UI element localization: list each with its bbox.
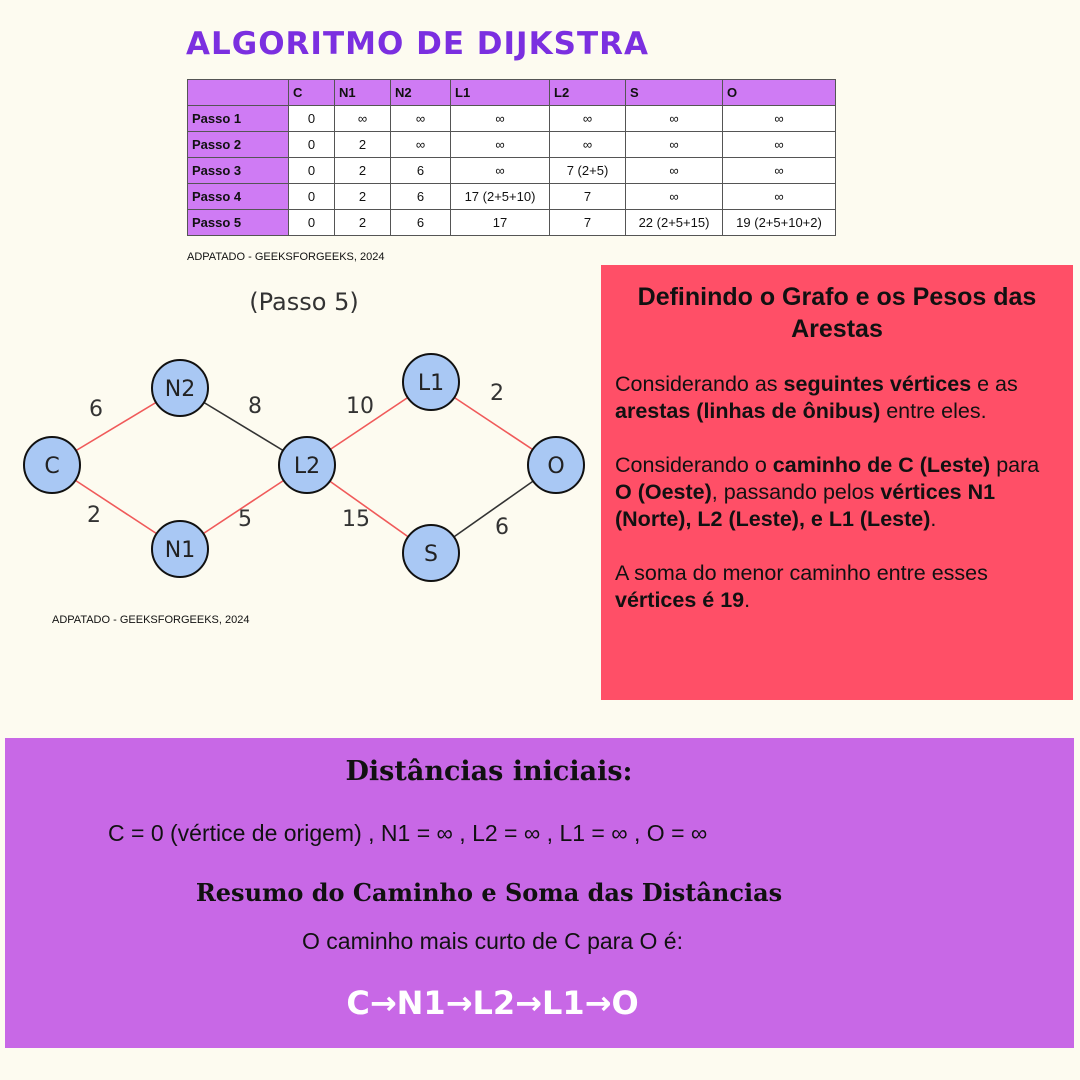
table-header-cell: O: [722, 79, 836, 106]
row-label: Passo 3: [187, 157, 289, 184]
table-header-cell: N2: [390, 79, 451, 106]
edge-weight-l2-l1: 10: [346, 394, 374, 419]
table-cell: ∞: [334, 105, 391, 132]
node-label-o: O: [547, 454, 564, 479]
row-label: Passo 2: [187, 131, 289, 158]
table-cell: 7: [549, 209, 626, 236]
graph-weights: 6 2 8 5 10 15 2 6: [87, 381, 509, 540]
edge-weight-l1-o: 2: [490, 381, 504, 406]
path-summary-heading: Resumo do Caminho e Soma das Distâncias: [195, 878, 783, 907]
table-cell: ∞: [549, 131, 626, 158]
initial-distances-heading: Distâncias iniciais:: [345, 756, 633, 787]
panel-paragraph-path: Considerando o caminho de C (Leste) para…: [615, 453, 1040, 531]
edge-weight-l2-s: 15: [342, 507, 370, 532]
table-cell: ∞: [722, 183, 836, 210]
table-cell: 0: [288, 209, 335, 236]
table-cell: ∞: [450, 157, 550, 184]
row-label: Passo 4: [187, 183, 289, 210]
node-label-c: C: [44, 454, 59, 479]
table-cell: 6: [390, 183, 451, 210]
table-cell: 0: [288, 183, 335, 210]
node-o: [527, 436, 585, 494]
table-row: Passo 5 0 2 6 17 7 22 (2+5+15) 19 (2+5+1…: [187, 209, 836, 236]
table-source-caption: ADPATADO - GEEKSFORGEEKS, 2024: [187, 251, 385, 263]
panel-paragraph-vertices: Considerando as seguintes vértices e as …: [615, 372, 1018, 423]
table-header-cell: C: [288, 79, 335, 106]
table-cell: 17 (2+5+10): [450, 183, 550, 210]
node-label-n2: N2: [165, 377, 195, 402]
table-cell: ∞: [625, 183, 723, 210]
node-label-l2: L2: [294, 454, 320, 479]
table-header-cell: N1: [334, 79, 391, 106]
table-header-cell: S: [625, 79, 723, 106]
node-s: [402, 524, 460, 582]
table-cell: ∞: [390, 131, 451, 158]
table-cell: 19 (2+5+10+2): [722, 209, 836, 236]
table-header-cell: [187, 79, 289, 106]
table-cell: 17: [450, 209, 550, 236]
table-row: Passo 4 0 2 6 17 (2+5+10) 7 ∞ ∞: [187, 183, 836, 210]
table-cell: ∞: [625, 157, 723, 184]
table-row: Passo 2 0 2 ∞ ∞ ∞ ∞ ∞: [187, 131, 836, 158]
table-cell: 2: [334, 157, 391, 184]
table-header-cell: L2: [549, 79, 626, 106]
node-l2: [278, 436, 336, 494]
table-cell: 0: [288, 157, 335, 184]
table-header-row: C N1 N2 L1 L2 S O: [187, 79, 836, 106]
table-cell: 0: [288, 105, 335, 132]
panel-paragraph-sum: A soma do menor caminho entre esses vért…: [615, 561, 988, 612]
row-label: Passo 1: [187, 105, 289, 132]
edge-weight-s-o: 6: [495, 515, 509, 540]
edge-weight-c-n1: 2: [87, 503, 101, 528]
table-cell: ∞: [549, 105, 626, 132]
node-l1: [402, 353, 460, 411]
node-label-l1: L1: [418, 371, 444, 396]
table-cell: ∞: [450, 105, 550, 132]
info-panel: Definindo o Grafo e os Pesos das Arestas…: [601, 265, 1073, 700]
node-n2: [151, 359, 209, 417]
node-c: [23, 436, 81, 494]
row-label: Passo 5: [187, 209, 289, 236]
table-cell: ∞: [450, 131, 550, 158]
table-cell: 0: [288, 131, 335, 158]
graph-source-caption: ADPATADO - GEEKSFORGEEKS, 2024: [52, 614, 250, 626]
table-cell: 2: [334, 131, 391, 158]
graph-caption: (Passo 5): [249, 288, 358, 316]
shortest-path: C→N1→L2→L1→O: [346, 984, 639, 1022]
table-cell: 6: [390, 209, 451, 236]
edge-weight-n1-l2: 5: [238, 507, 252, 532]
table-cell: 2: [334, 209, 391, 236]
table-cell: 2: [334, 183, 391, 210]
table-cell: ∞: [722, 157, 836, 184]
table-cell: 6: [390, 157, 451, 184]
table-cell: 7 (2+5): [549, 157, 626, 184]
node-label-s: S: [424, 542, 438, 567]
page-title: ALGORITMO DE DIJKSTRA: [186, 26, 649, 62]
node-label-n1: N1: [165, 538, 195, 563]
table-cell: 22 (2+5+15): [625, 209, 723, 236]
table-cell: 7: [549, 183, 626, 210]
table-cell: ∞: [625, 131, 723, 158]
summary-panel: Distâncias iniciais: C = 0 (vértice de o…: [5, 738, 1074, 1048]
dijkstra-table: C N1 N2 L1 L2 S O Passo 1 0 ∞ ∞ ∞ ∞ ∞ ∞ …: [187, 79, 836, 236]
edge-weight-c-n2: 6: [89, 397, 103, 422]
panel-title: Definindo o Grafo e os Pesos das Arestas: [637, 283, 1037, 343]
table-cell: ∞: [722, 105, 836, 132]
node-n1: [151, 520, 209, 578]
table-cell: ∞: [390, 105, 451, 132]
table-cell: ∞: [722, 131, 836, 158]
path-summary-text: O caminho mais curto de C para O é:: [302, 928, 683, 954]
table-row: Passo 1 0 ∞ ∞ ∞ ∞ ∞ ∞: [187, 105, 836, 132]
table-cell: ∞: [625, 105, 723, 132]
table-header-cell: L1: [450, 79, 550, 106]
table-row: Passo 3 0 2 6 ∞ 7 (2+5) ∞ ∞: [187, 157, 836, 184]
initial-distances-text: C = 0 (vértice de origem) , N1 = ∞ , L2 …: [108, 820, 708, 846]
edge-weight-n2-l2: 8: [248, 394, 262, 419]
